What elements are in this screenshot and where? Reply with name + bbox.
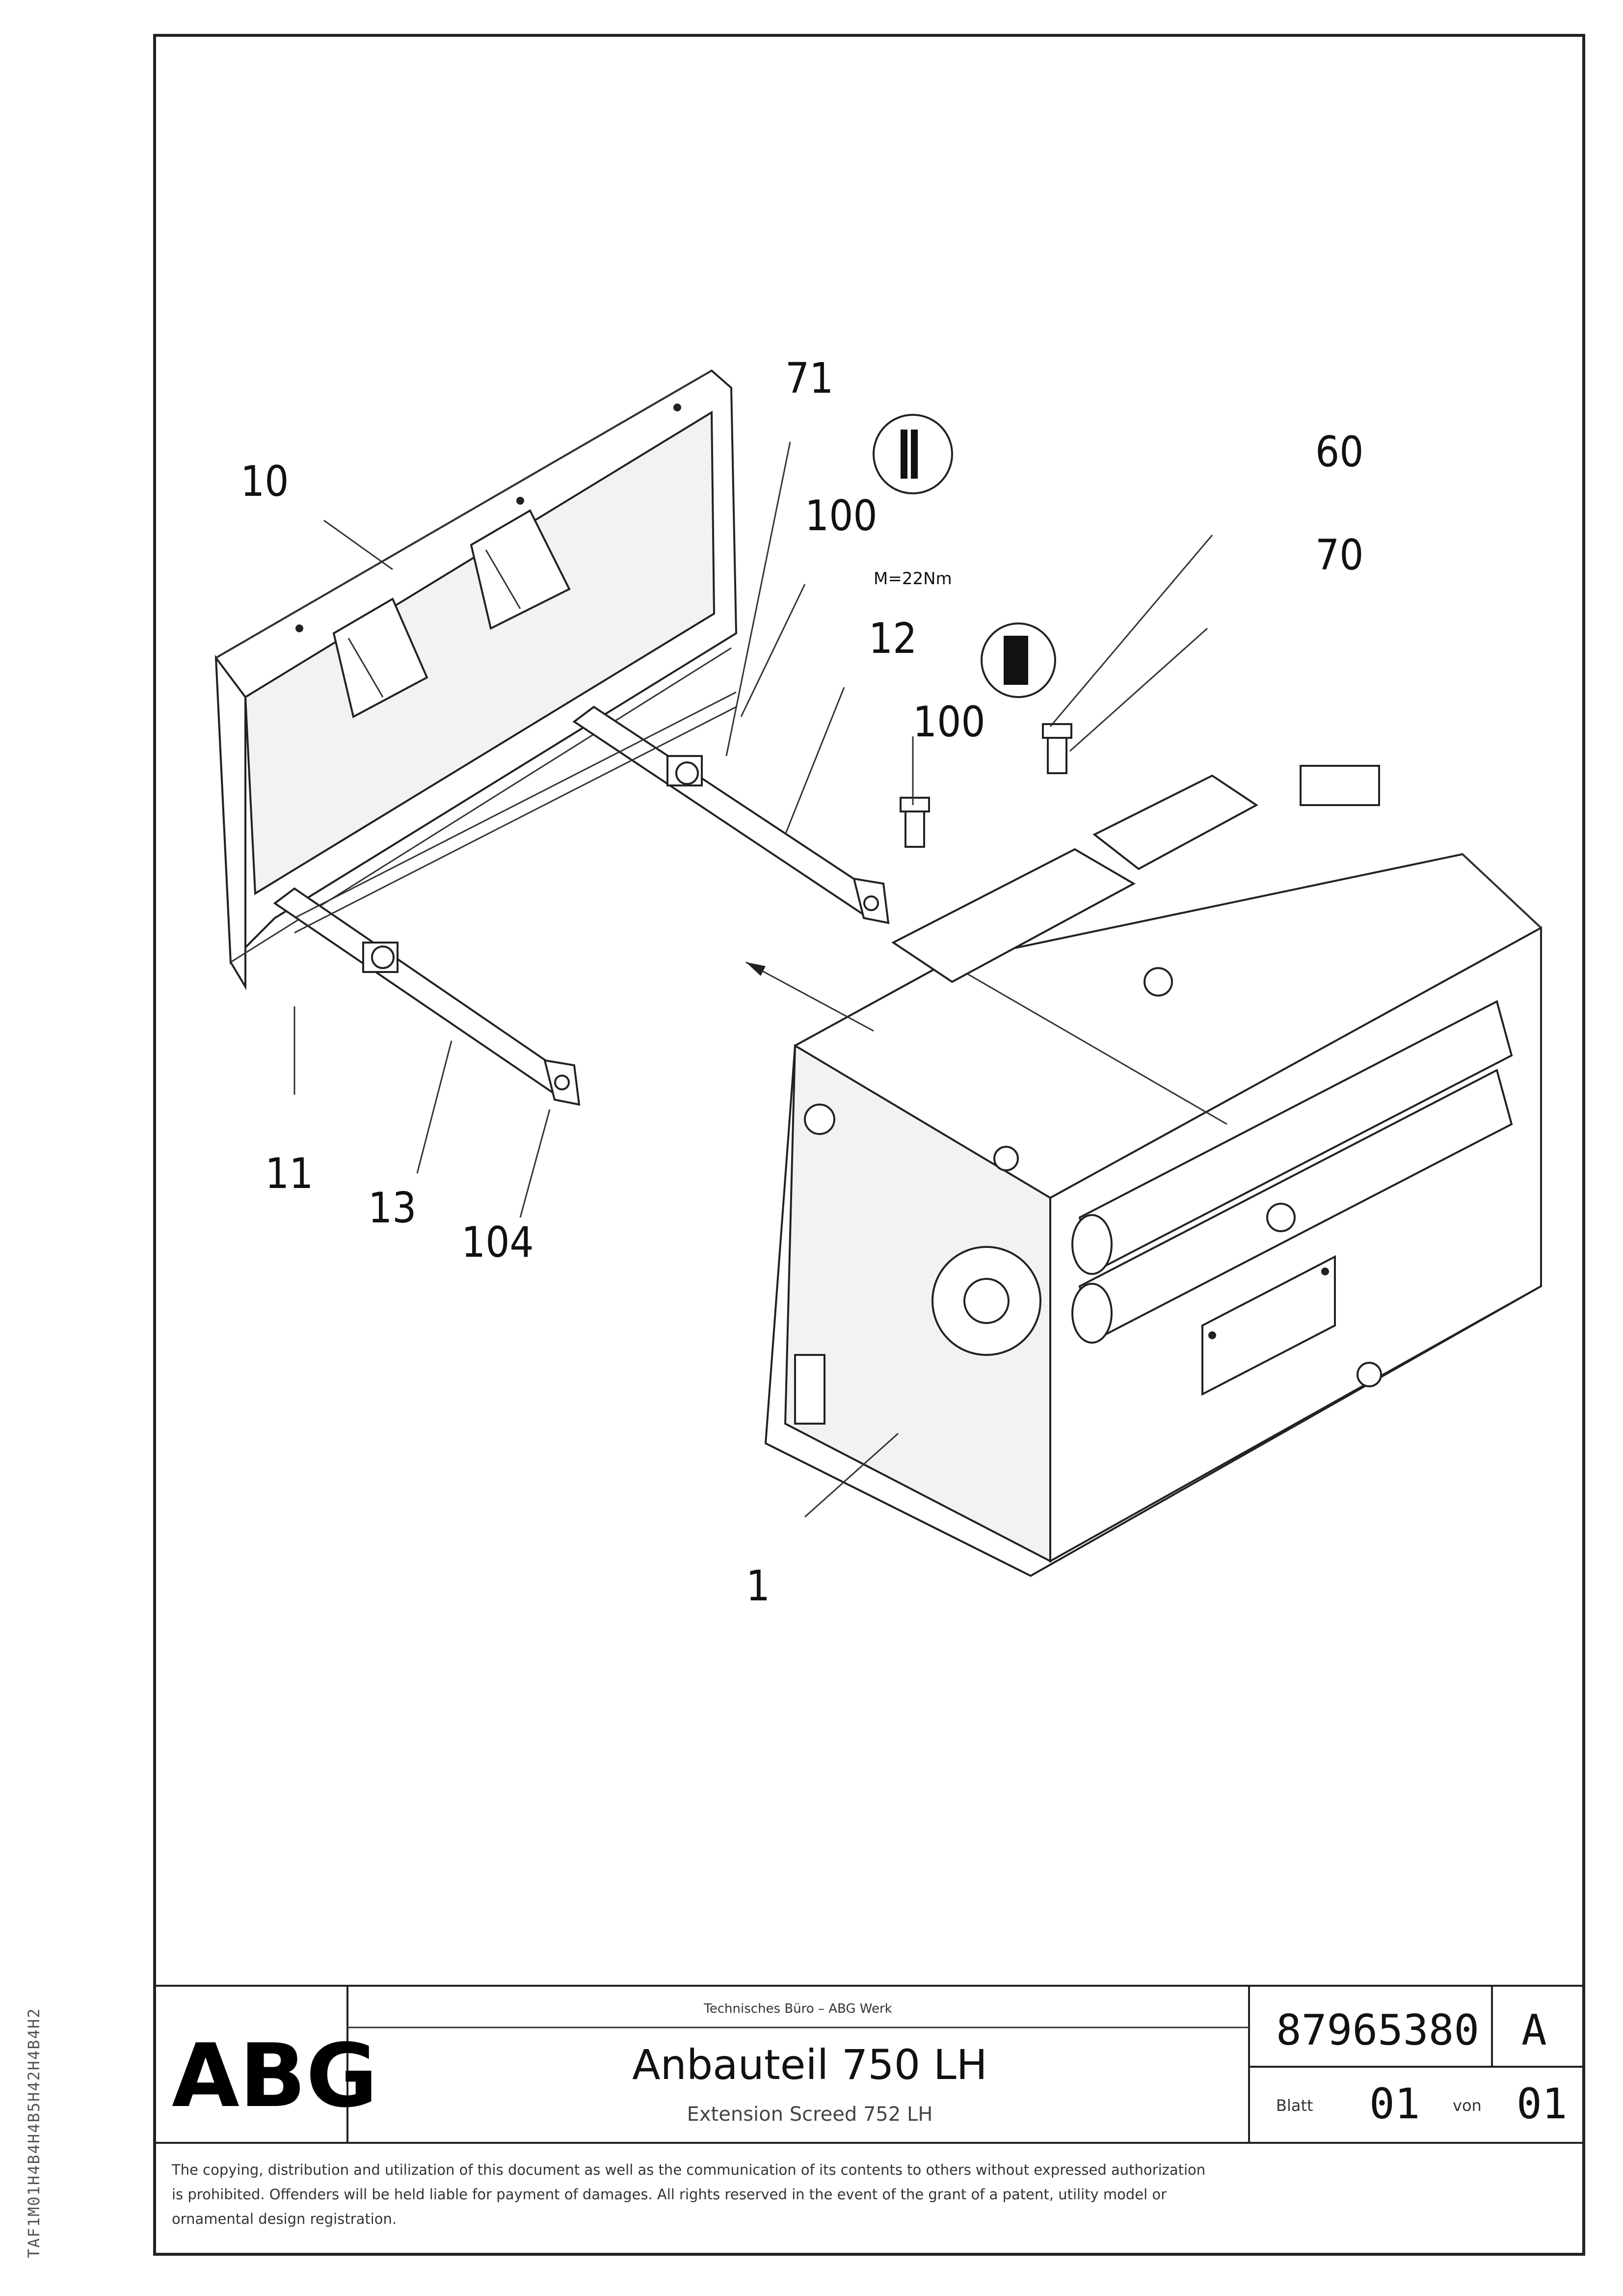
fastener-bolts <box>900 723 1072 848</box>
callout-13: 13 <box>368 1184 416 1233</box>
drawing-number: 87965380 <box>1276 2006 1479 2055</box>
callout-104: 104 <box>461 1218 534 1267</box>
callout-70: 70 <box>1315 531 1363 580</box>
callout-1: 1 <box>746 1562 770 1611</box>
company-logo: ABG <box>172 2025 378 2127</box>
leader-lines <box>293 441 1213 1518</box>
callout-12: 12 <box>869 614 917 663</box>
callout-11: 11 <box>265 1149 313 1198</box>
wrench-torque-icon <box>873 414 953 494</box>
title-header-note: Technisches Büro – ABG Werk <box>703 2001 892 2016</box>
mounting-plate <box>214 369 738 991</box>
main-drive-unit <box>764 765 1542 1577</box>
loctite-thread-lock-icon <box>981 622 1056 698</box>
side-document-code: TAF1M01H4B4H4B5H42H4B4H2 <box>25 2008 43 2258</box>
torque-note: M=22Nm <box>874 569 952 589</box>
copyright-line-3: ornamental design registration. <box>172 2211 397 2227</box>
sheet-value: 01 <box>1369 2080 1420 2129</box>
title-block <box>155 1985 1584 2144</box>
of-value: 01 <box>1517 2080 1568 2129</box>
sheet-label: Blatt <box>1276 2096 1313 2115</box>
drawing-subtitle: Extension Screed 752 LH <box>687 2103 933 2126</box>
callout-71: 71 <box>785 354 833 403</box>
copyright-line-1: The copying, distribution and utilizatio… <box>171 2161 1205 2178</box>
drawing-frame <box>153 34 1585 2256</box>
copyright-line-2: is prohibited. Offenders will be held li… <box>172 2186 1167 2203</box>
callout-100-upper: 100 <box>805 491 878 540</box>
drawing-title: Anbauteil 750 LH <box>632 2041 987 2089</box>
revision-letter: A <box>1521 2006 1547 2055</box>
callout-100-lower: 100 <box>913 698 985 747</box>
callout-10: 10 <box>240 457 289 506</box>
shaft-assembly <box>273 691 890 1106</box>
callout-60: 60 <box>1315 428 1363 477</box>
of-label: von <box>1453 2096 1482 2115</box>
